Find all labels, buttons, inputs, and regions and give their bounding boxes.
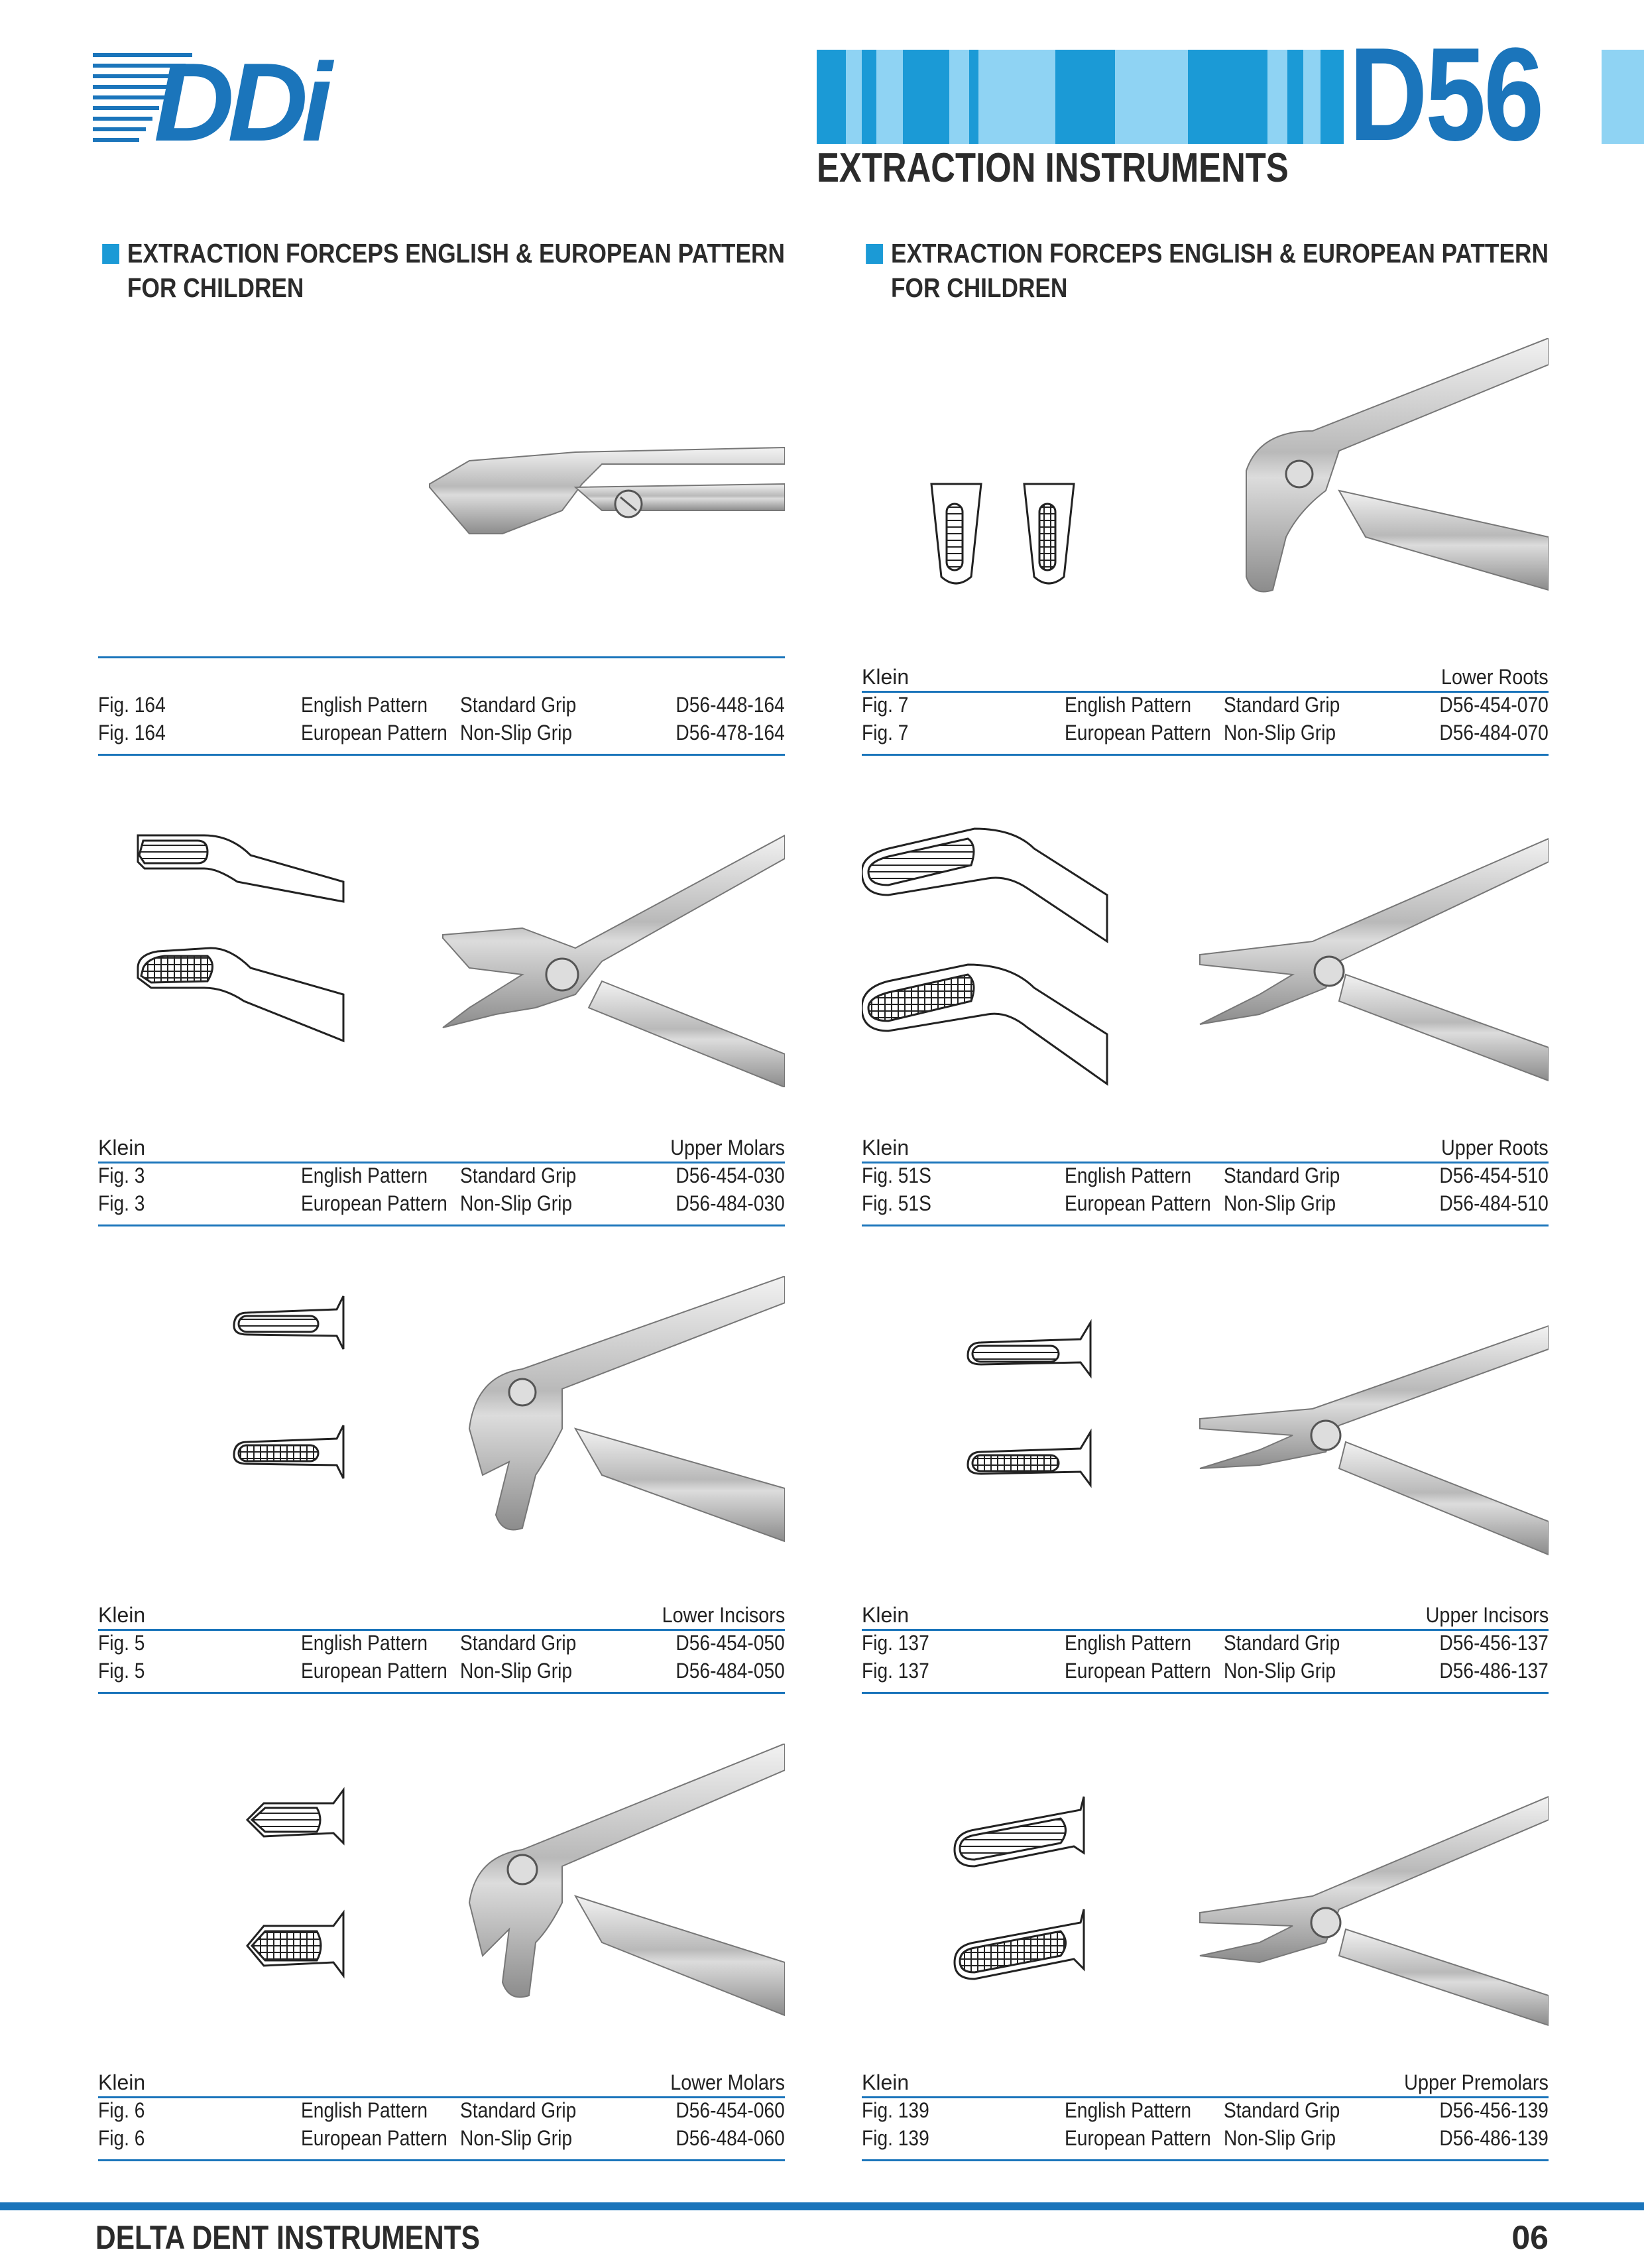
section-bullet — [866, 244, 883, 264]
product-rows: Fig. 5 English Pattern Standard Grip D56… — [98, 1631, 785, 1694]
forceps-illustration — [930, 338, 1549, 593]
product-rows: Fig. 3 English Pattern Standard Grip D56… — [98, 1164, 785, 1226]
page-subtitle: EXTRACTION INSTRUMENTS — [817, 145, 1289, 191]
product-row: Fig. 139 English Pattern Standard Grip D… — [862, 2098, 1549, 2122]
product-block-fig-6: Klein Lower Molars Fig. 6 English Patter… — [98, 1744, 785, 2175]
page-number: 06 — [1511, 2219, 1549, 2256]
product-rows: Fig. 139 English Pattern Standard Grip D… — [862, 2098, 1549, 2161]
product-rows: Fig. 51S English Pattern Standard Grip D… — [862, 1164, 1549, 1226]
footer-company: DELTA DENT INSTRUMENTS — [95, 2219, 481, 2256]
product-row: Fig. 6 European Pattern Non-Slip Grip D5… — [98, 2126, 785, 2150]
product-block-fig-139: Klein Upper Premolars Fig. 139 English P… — [862, 1744, 1549, 2175]
product-row: Fig. 137 European Pattern Non-Slip Grip … — [862, 1659, 1549, 1683]
product-block-fig-137: Klein Upper Incisors Fig. 137 English Pa… — [862, 1276, 1549, 1707]
product-row: Fig. 164 English Pattern Standard Grip D… — [98, 693, 785, 717]
product-divider — [98, 656, 785, 658]
forceps-illustration — [233, 1276, 785, 1543]
product-header: Klein Upper Molars — [98, 1127, 785, 1164]
product-header: Klein Upper Roots — [862, 1127, 1549, 1164]
product-rows: Fig. 6 English Pattern Standard Grip D56… — [98, 2098, 785, 2161]
forceps-illustration — [245, 1744, 785, 2017]
product-block-fig-164: Fig. 164 English Pattern Standard Grip D… — [98, 411, 785, 769]
product-row: Fig. 7 English Pattern Standard Grip D56… — [862, 693, 1549, 717]
forceps-illustration — [967, 1319, 1549, 1556]
product-row: Fig. 164 European Pattern Non-Slip Grip … — [98, 721, 785, 745]
product-header: Klein Lower Incisors — [98, 1594, 785, 1631]
product-header: Klein Lower Roots — [862, 656, 1549, 693]
header-color-band — [817, 50, 1644, 144]
product-header: Klein Lower Molars — [98, 2062, 785, 2098]
product-block-fig-3: Klein Upper Molars Fig. 3 English Patter… — [98, 809, 785, 1240]
forceps-illustration — [429, 446, 785, 534]
forceps-illustration — [953, 1795, 1549, 2027]
product-row: Fig. 51S English Pattern Standard Grip D… — [862, 1164, 1549, 1187]
product-header: Klein Upper Premolars — [862, 2062, 1549, 2098]
product-row: Fig. 3 European Pattern Non-Slip Grip D5… — [98, 1191, 785, 1215]
svg-text:DDi: DDi — [154, 40, 335, 152]
product-rows: Fig. 164 English Pattern Standard Grip D… — [98, 693, 785, 756]
product-block-fig-7: Klein Lower Roots Fig. 7 English Pattern… — [862, 338, 1549, 769]
product-row: Fig. 7 European Pattern Non-Slip Grip D5… — [862, 721, 1549, 745]
catalog-code: D56 — [1349, 21, 1544, 168]
product-row: Fig. 3 English Pattern Standard Grip D56… — [98, 1164, 785, 1187]
product-header: Klein Upper Incisors — [862, 1594, 1549, 1631]
forceps-illustration — [137, 834, 785, 1087]
section-title-left: EXTRACTION FORCEPS ENGLISH & EUROPEAN PA… — [102, 236, 829, 305]
section-title-right: EXTRACTION FORCEPS ENGLISH & EUROPEAN PA… — [866, 236, 1592, 305]
product-row: Fig. 51S European Pattern Non-Slip Grip … — [862, 1191, 1549, 1215]
ddi-logo: DDi — [93, 40, 341, 152]
product-rows: Fig. 7 English Pattern Standard Grip D56… — [862, 693, 1549, 756]
forceps-illustration — [862, 827, 1549, 1086]
product-block-fig-5: Klein Lower Incisors Fig. 5 English Patt… — [98, 1276, 785, 1707]
product-row: Fig. 5 European Pattern Non-Slip Grip D5… — [98, 1659, 785, 1683]
product-row: Fig. 6 English Pattern Standard Grip D56… — [98, 2098, 785, 2122]
footer-rule — [0, 2202, 1644, 2210]
product-row: Fig. 5 English Pattern Standard Grip D56… — [98, 1631, 785, 1655]
product-block-fig-51s: Klein Upper Roots Fig. 51S English Patte… — [862, 809, 1549, 1240]
product-rows: Fig. 137 English Pattern Standard Grip D… — [862, 1631, 1549, 1694]
product-row: Fig. 139 European Pattern Non-Slip Grip … — [862, 2126, 1549, 2150]
product-row: Fig. 137 English Pattern Standard Grip D… — [862, 1631, 1549, 1655]
section-bullet — [102, 244, 119, 264]
